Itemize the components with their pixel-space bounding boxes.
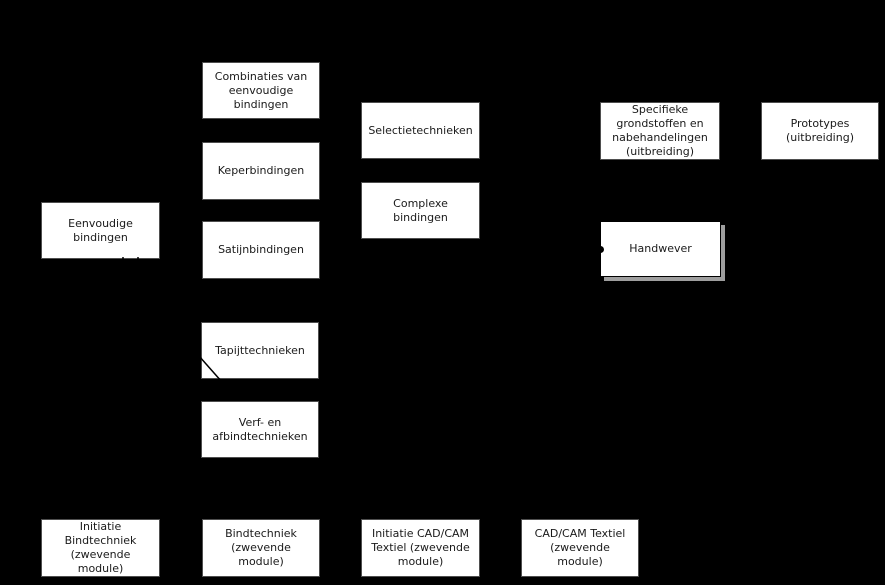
- node-bindtechniek: Bindtechniek (zwevende module): [202, 519, 320, 577]
- node-specifieke-grondstoffen: Specifieke grondstoffen en nabehandeling…: [600, 102, 720, 160]
- node-keperbindingen: Keperbindingen: [202, 142, 320, 200]
- node-prototypes: Prototypes (uitbreiding): [761, 102, 879, 160]
- node-cadcam-textiel: CAD/CAM Textiel (zwevende module): [521, 519, 639, 577]
- node-label-complexe-bindingen: Complexe bindingen: [393, 196, 448, 224]
- node-label-initiatie-bindtechniek: Initiatie Bindtechniek (zwevende module): [64, 520, 137, 575]
- node-complexe-bindingen: Complexe bindingen: [361, 182, 480, 239]
- node-label-satijnbindingen: Satijnbindingen: [218, 243, 304, 256]
- node-tapijttechnieken: Tapijttechnieken: [201, 322, 319, 379]
- node-label-eenvoudige-bindingen: Eenvoudige bindingen: [68, 216, 133, 244]
- node-label-prototypes: Prototypes (uitbreiding): [785, 117, 854, 144]
- node-selectietechnieken: Selectietechnieken: [361, 102, 480, 159]
- node-label-cadcam-textiel: CAD/CAM Textiel (zwevende module): [534, 527, 626, 568]
- node-label-handwever: Handwever: [629, 242, 692, 255]
- node-satijnbindingen: Satijnbindingen: [202, 221, 320, 279]
- node-initiatie-bindtechniek: Initiatie Bindtechniek (zwevende module): [41, 519, 160, 577]
- node-label-bindtechniek: Bindtechniek (zwevende module): [225, 527, 297, 568]
- node-label-selectietechnieken: Selectietechnieken: [368, 123, 473, 137]
- node-label-initiatie-cadcam-textiel: Initiatie CAD/CAM Textiel (zwevende modu…: [371, 527, 470, 568]
- node-label-keperbindingen: Keperbindingen: [217, 164, 305, 177]
- node-label-verf-en-afbindtechnieken: Verf- en afbindtechnieken: [212, 415, 308, 443]
- node-handwever: Handwever: [600, 221, 721, 277]
- node-label-tapijttechnieken: Tapijttechnieken: [215, 343, 305, 357]
- node-label-specifieke-grondstoffen: Specifieke grondstoffen en nabehandeling…: [612, 103, 708, 158]
- node-eenvoudige-bindingen: Eenvoudige bindingen: [41, 202, 160, 259]
- node-combinaties-van-eenvoudige-bindingen: Combinaties van eenvoudige bindingen: [202, 62, 320, 119]
- node-initiatie-cadcam-textiel: Initiatie CAD/CAM Textiel (zwevende modu…: [361, 519, 480, 577]
- node-label-combinaties-van-eenvoudige-bindingen: Combinaties van eenvoudige bindingen: [214, 69, 308, 111]
- node-verf-en-afbindtechnieken: Verf- en afbindtechnieken: [201, 401, 319, 458]
